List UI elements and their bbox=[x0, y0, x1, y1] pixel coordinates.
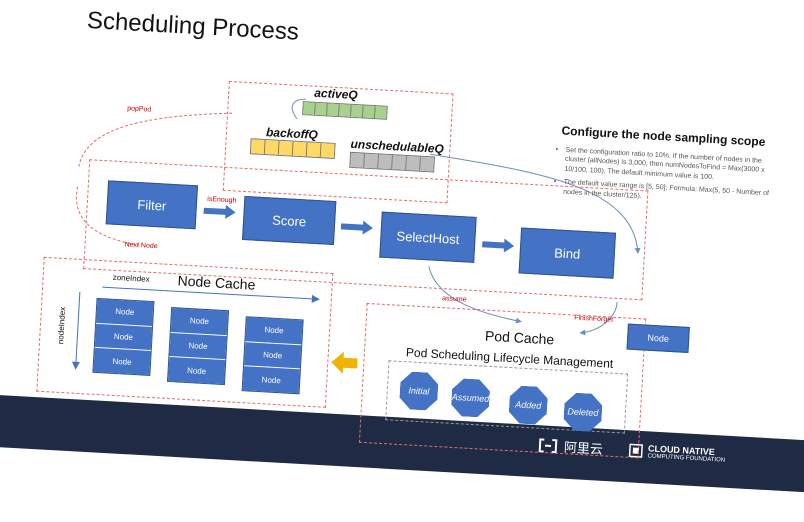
cncf-icon bbox=[628, 443, 644, 458]
node-cell: Node bbox=[245, 317, 303, 346]
nodeindex-arrow bbox=[71, 291, 81, 370]
node-cell: Node bbox=[96, 298, 154, 327]
node-cell: Node bbox=[242, 366, 300, 394]
node-cell: Node bbox=[168, 357, 226, 385]
alibaba-cloud-logo: 阿里云 bbox=[538, 435, 604, 458]
node-column-3: Node Node Node bbox=[241, 316, 304, 395]
connector-lines bbox=[76, 98, 641, 336]
assume-label: assume bbox=[441, 295, 467, 304]
assume-connector bbox=[428, 266, 522, 324]
node-cell: Node bbox=[169, 332, 227, 361]
filter-stage: Filter bbox=[105, 180, 199, 230]
selecthost-stage: SelectHost bbox=[379, 211, 477, 263]
bind-stage: Bind bbox=[518, 227, 617, 279]
external-node-box: Node bbox=[626, 323, 690, 353]
zoneindex-arrow bbox=[102, 286, 320, 303]
node-cell: Node bbox=[243, 341, 302, 370]
filter-to-score-arrow bbox=[203, 204, 236, 219]
slide: Scheduling Process activeQ backoffQ unsc… bbox=[7, 0, 803, 506]
activeq-label: activeQ bbox=[313, 85, 359, 103]
finishforget-connector bbox=[579, 301, 618, 336]
footer-band: 阿里云 CLOUD NATIVE COMPUTING FOUNDATION bbox=[0, 394, 804, 493]
selecthost-to-bind-arrow bbox=[481, 238, 515, 253]
node-cell: Node bbox=[93, 348, 151, 375]
node-column-1: Node Node Node bbox=[92, 297, 155, 376]
podcache-to-nodecache-arrow bbox=[331, 351, 358, 374]
score-to-selecthost-arrow bbox=[340, 220, 373, 235]
node-cell: Node bbox=[94, 323, 153, 352]
score-stage: Score bbox=[242, 195, 337, 246]
next-node-connector bbox=[76, 186, 140, 246]
activeq-loop-connector bbox=[291, 98, 307, 120]
node-cell: Node bbox=[170, 308, 229, 336]
cncf-logo: CLOUD NATIVE COMPUTING FOUNDATION bbox=[628, 442, 725, 463]
poppod-label: popPod bbox=[126, 105, 152, 114]
alibaba-cloud-icon bbox=[538, 437, 558, 453]
poppod-connector bbox=[78, 112, 233, 167]
node-column-2: Node Node Node bbox=[166, 307, 230, 386]
